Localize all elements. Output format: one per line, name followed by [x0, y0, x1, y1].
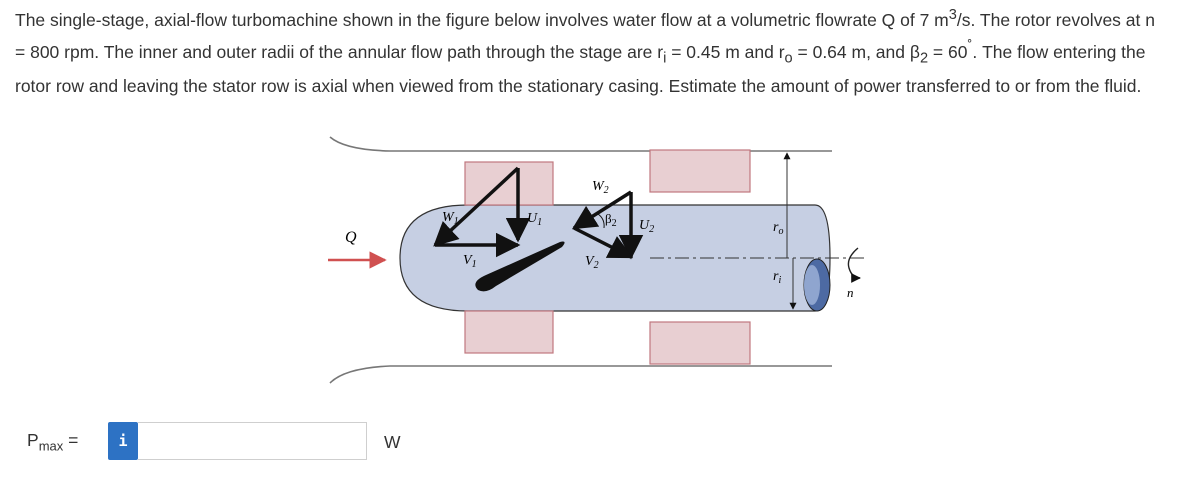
answer-row: Pmax = i W [0, 420, 1180, 464]
label-ro: ro [773, 220, 783, 237]
info-button[interactable]: i [108, 422, 138, 460]
label-U1: U1 [527, 211, 542, 228]
answer-label-equals: = [63, 430, 79, 450]
answer-label: Pmax = [27, 430, 78, 454]
vector-W2 [571, 190, 632, 230]
label-Q: Q [345, 229, 357, 246]
turbomachine-diagram: Q W1 U1 V1 W2 β2 U2 V2 ro ri n [328, 136, 868, 384]
problem-text: = 60 [928, 42, 968, 63]
problem-text: /s. The rotor revolves at n = 800 rpm. T… [15, 9, 1155, 63]
upper-casing [329, 136, 832, 152]
answer-label-symbol: P [27, 430, 39, 450]
rotor-blade-top [464, 161, 554, 206]
label-ri: ri [773, 269, 781, 286]
label-V1: V1 [463, 253, 477, 270]
problem-text: . The flow entering the rotor row and le… [15, 42, 1146, 97]
label-n: n [847, 285, 854, 300]
label-beta2: β2 [605, 211, 617, 229]
beta2-arc [597, 213, 605, 229]
answer-label-subscript: max [38, 438, 64, 454]
problem-statement: The single-stage, axial-flow turbomachin… [15, 2, 1165, 101]
problem-text: = 0.64 m, and [792, 42, 910, 63]
superscript: 3 [948, 7, 957, 23]
degree-symbol: ˚ [967, 39, 973, 56]
lower-casing [329, 365, 832, 384]
subscript: i [663, 50, 667, 67]
stator-blade-bottom [649, 321, 751, 365]
stator-blade-top [649, 149, 751, 193]
vector-W1 [433, 166, 520, 247]
rotation-arrow-icon [847, 247, 861, 283]
subscript: o [784, 50, 793, 67]
label-V2: V2 [585, 254, 599, 271]
blade-profile [475, 241, 565, 292]
info-icon: i [118, 432, 128, 450]
answer-input[interactable] [138, 422, 367, 460]
turbomachine-figure: Q W1 U1 V1 W2 β2 U2 V2 ro ri n [325, 128, 870, 390]
beta-symbol: β [909, 42, 920, 63]
vector-V2 [573, 226, 634, 259]
hub-end-face [804, 265, 820, 305]
label-U2: U2 [639, 218, 654, 235]
problem-text: = 0.45 m and r [666, 42, 785, 63]
unit-label: W [384, 432, 401, 452]
label-W1: W1 [442, 210, 459, 227]
subscript: 2 [919, 50, 929, 67]
label-W2: W2 [592, 179, 609, 196]
problem-text: The single-stage, axial-flow turbomachin… [15, 9, 949, 30]
rotor-blade-bottom [464, 310, 554, 354]
